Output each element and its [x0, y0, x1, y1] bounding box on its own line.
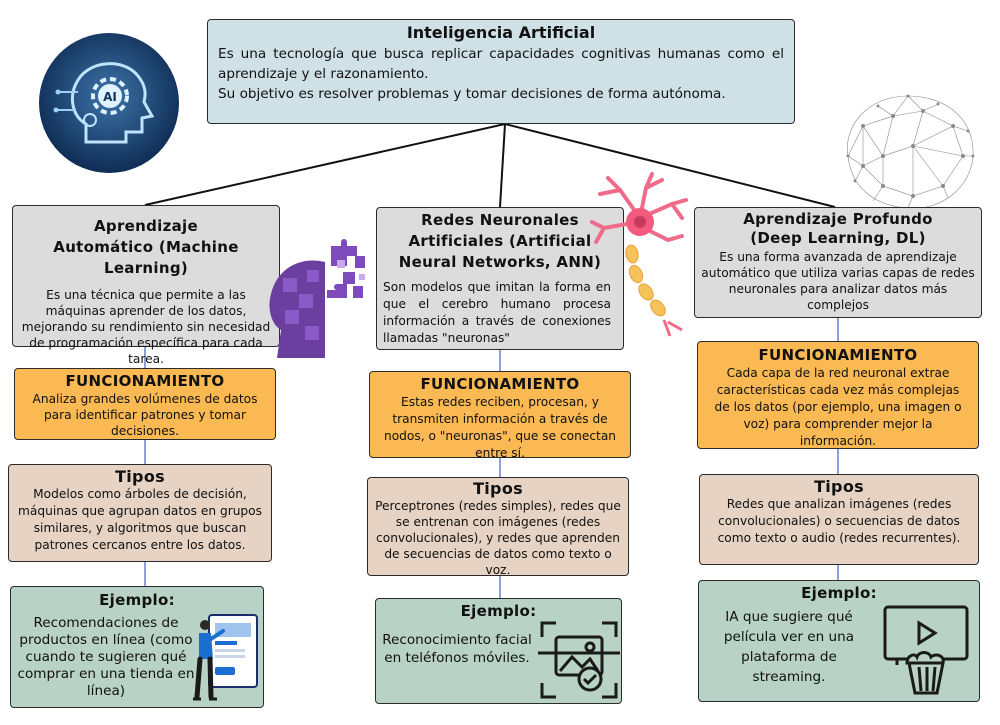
ml-title: Aprendizaje Automático (Machine Learning… — [53, 217, 239, 277]
ann-desc: Son modelos que imitan la forma en que e… — [383, 280, 611, 345]
ml-title-box: Aprendizaje Automático (Machine Learning… — [12, 205, 280, 366]
ann-title-box: Redes Neuronales Artificiales (Artificia… — [376, 207, 624, 350]
online-shopping-icon — [193, 614, 258, 701]
connector-root-dl — [504, 123, 836, 208]
ann-func-text: Estas redes reciben, procesan, y transmi… — [383, 395, 617, 460]
ann-example-title: Ejemplo: — [460, 602, 537, 620]
face-scan-icon — [538, 621, 620, 699]
brain-network-icon — [846, 94, 975, 209]
root-title: Inteligencia Artificial — [406, 23, 596, 42]
ann-func-title: FUNCIONAMIENTO — [420, 375, 580, 393]
ml-types-text: Modelos como árboles de decisión, máquin… — [18, 487, 262, 552]
connector-root-ml — [144, 123, 506, 206]
root-box: Inteligencia Artificial Es una tecnologí… — [207, 19, 795, 124]
ml-types-box: Tipos Modelos como árboles de decisión, … — [8, 464, 272, 562]
ann-types-title: Tipos — [473, 479, 523, 498]
dl-types-title: Tipos — [814, 477, 864, 496]
neuron-icon — [590, 172, 688, 337]
ann-example-box: Ejemplo: Reconocimiento facial en teléfo… — [375, 598, 622, 704]
ml-example-box: Ejemplo: Recomendaciones de productos en… — [10, 586, 264, 708]
dl-types-text: Redes que analizan imágenes (redes convo… — [717, 497, 961, 545]
root-line2: Su objetivo es resolver problemas y toma… — [218, 86, 726, 102]
dl-example-box: Ejemplo: IA que sugiere qué película ver… — [698, 580, 980, 702]
ann-func-box: FUNCIONAMIENTO Estas redes reciben, proc… — [369, 371, 631, 460]
ann-title: Redes Neuronales Artificiales (Artificia… — [398, 211, 602, 271]
dl-func-box: FUNCIONAMIENTO Cada capa de la red neuro… — [697, 341, 979, 449]
dl-example-title: Ejemplo: — [801, 584, 877, 602]
puzzle-head-icon — [269, 239, 365, 358]
dl-types-box: Tipos Redes que analizan imágenes (redes… — [699, 474, 979, 565]
dl-title: Aprendizaje Profundo (Deep Learning, DL) — [743, 210, 933, 247]
ann-types-text: Perceptrones (redes simples), redes que … — [375, 499, 621, 577]
dl-desc: Es una forma avanzada de aprendizaje aut… — [701, 250, 975, 312]
ml-func-text: Analiza grandes volúmenes de datos para … — [32, 392, 258, 438]
dl-title-box: Aprendizaje Profundo (Deep Learning, DL)… — [694, 207, 982, 318]
ml-desc: Es una técnica que permite a las máquina… — [21, 288, 271, 366]
connector-root-ann — [499, 123, 506, 208]
root-line1: Es una tecnología que busca replicar cap… — [218, 46, 784, 82]
ml-func-title: FUNCIONAMIENTO — [65, 372, 225, 390]
ml-example-title: Ejemplo: — [99, 591, 175, 609]
dl-example-text: IA que sugiere qué película ver en una p… — [723, 609, 855, 685]
ml-example-text: Recomendaciones de productos en línea (c… — [17, 615, 195, 699]
ann-example-text: Reconocimiento facial en teléfonos móvil… — [382, 632, 532, 666]
ann-types-box: Tipos Perceptrones (redes simples), rede… — [367, 477, 629, 577]
ml-types-title: Tipos — [115, 467, 165, 486]
ai-head-icon: AI — [39, 33, 179, 173]
movie-streaming-icon — [883, 605, 969, 695]
dl-func-text: Cada capa de la red neuronal extrae cara… — [714, 366, 962, 448]
dl-func-title: FUNCIONAMIENTO — [758, 346, 918, 364]
ml-func-box: FUNCIONAMIENTO Analiza grandes volúmenes… — [14, 368, 276, 440]
ai-label: AI — [103, 90, 117, 104]
